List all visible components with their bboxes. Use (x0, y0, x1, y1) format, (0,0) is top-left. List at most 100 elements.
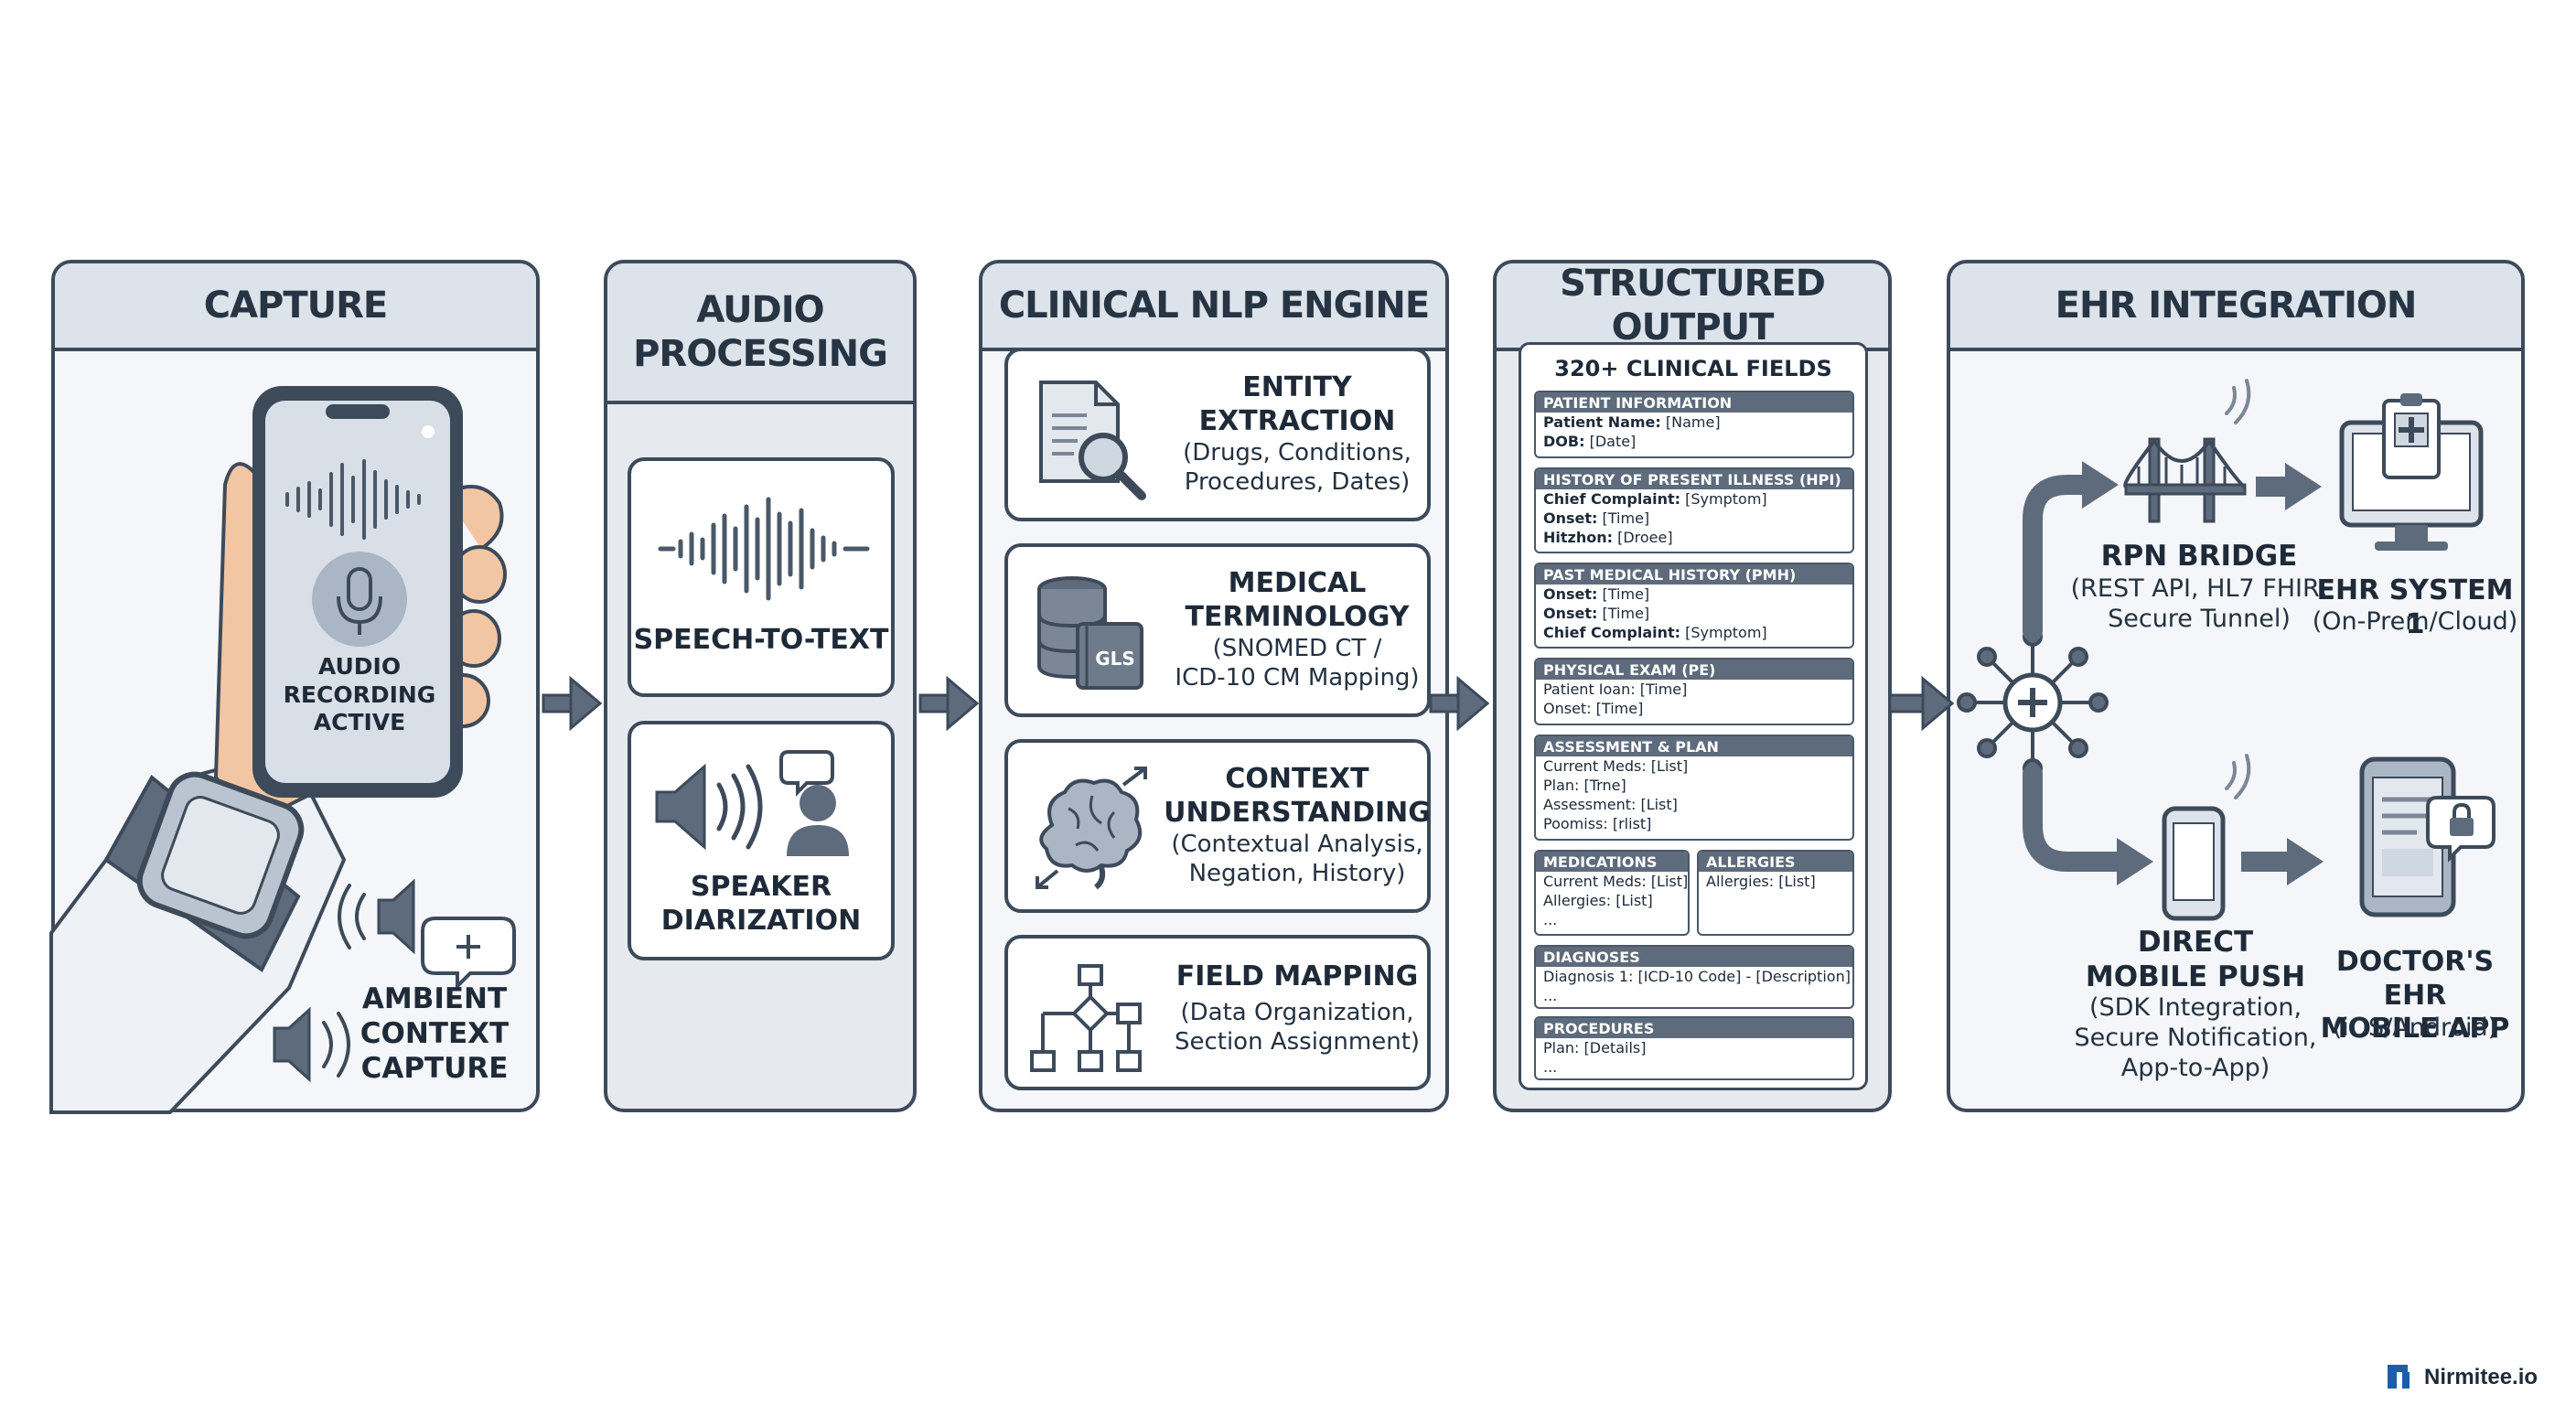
entity-title-line-2: EXTRACTION (1198, 404, 1396, 437)
field-line: ... (1543, 987, 1558, 1004)
ehr-system-detail: (On-Prem/Cloud) (2312, 607, 2518, 636)
section-header: HISTORY OF PRESENT ILLNESS (HPI) (1536, 469, 1852, 489)
flowchart-icon (1030, 964, 1142, 1072)
entity-extraction-detail: (Drugs, Conditions, Procedures, Dates) (1171, 439, 1423, 497)
rpn-bridge-detail: (REST API, HL7 FHIR, Secure Tunnel) (2062, 574, 2336, 635)
field-line: Current Meds: [List] (1543, 873, 1689, 890)
field-mapping-card: FIELD MAPPING (Data Organization, Sectio… (1004, 935, 1431, 1090)
speech-to-text-label: SPEECH-TO-TEXT (633, 624, 889, 656)
push-title-line-2: MOBILE PUSH (2085, 960, 2306, 993)
diarization-line-1: SPEAKER (690, 871, 832, 903)
ambient-capture-label: AMBIENT CONTEXT CAPTURE (357, 982, 512, 1086)
section-header: PHYSICAL EXAM (PE) (1536, 660, 1852, 680)
field-key: Onset: (1543, 605, 1598, 622)
entity-detail-line-2: Procedures, Dates) (1184, 467, 1411, 496)
field-line: ... (1543, 1058, 1558, 1076)
speaker-diarization-label: SPEAKER DIARIZATION (631, 871, 891, 938)
field-line: Plan: [Details] (1543, 1039, 1647, 1056)
ambient-line-1: AMBIENT (361, 982, 508, 1015)
field-line: Allergies: [List] (1706, 873, 1816, 890)
phone-status-line-3: ACTIVE (313, 709, 406, 735)
speaker-diarization-card: SPEAKER DIARIZATION (628, 721, 895, 960)
brand-logo-icon (2388, 1365, 2410, 1389)
phone-status-line-2: RECORDING (283, 681, 436, 708)
field-mapping-detail: (Data Organization, Section Assignment) (1171, 999, 1423, 1056)
ehr-panel-title: EHR INTEGRATION (1950, 263, 2521, 351)
field-line: Patient Name: [Name] (1536, 413, 1852, 432)
brand-name: Nirmitee.io (2424, 1365, 2538, 1389)
medical-terminology-card: GLS MEDICAL TERMINOLOGY (SNOMED CT / ICD… (1004, 543, 1431, 717)
entity-detail-line-1: (Drugs, Conditions, (1183, 439, 1411, 467)
field-line: Chief Complaint: [Symptom] (1536, 623, 1852, 642)
rpn-bridge-detail-line-1: (REST API, HL7 FHIR, (2070, 574, 2328, 603)
field-key: DOB: (1543, 433, 1585, 450)
doctor-ehr-app-detail: (iOS/Android) (2332, 1014, 2498, 1042)
direct-mobile-push-title: DIRECT MOBILE PUSH (2077, 926, 2314, 995)
arrow-nlp-to-output (1429, 675, 1490, 732)
patient-information-section: PATIENT INFORMATION Patient Name: [Name]… (1534, 391, 1854, 458)
ehr-system-title: EHR SYSTEM 1 (2316, 574, 2514, 640)
rpn-bridge-title: RPN BRIDGE (2100, 540, 2298, 573)
field-key: Onset: (1543, 509, 1598, 527)
field-key: Hitzhon: (1543, 529, 1614, 546)
pmh-section: PAST MEDICAL HISTORY (PMH) Onset: [Time]… (1534, 563, 1854, 649)
push-detail-line-1: (SDK Integration, (2088, 993, 2302, 1022)
section-header: PAST MEDICAL HISTORY (PMH) (1536, 564, 1852, 585)
hpi-section: HISTORY OF PRESENT ILLNESS (HPI) Chief C… (1534, 467, 1854, 553)
medical-terminology-detail: (SNOMED CT / ICD-10 CM Mapping) (1171, 635, 1423, 692)
audio-processing-panel: AUDIO PROCESSING SPEECH-TO-TEXT (604, 260, 917, 1112)
doctor-ehr-app-title: DOCTOR'S EHR MOBILE APP (2305, 946, 2525, 1046)
audio-title-line-2: PROCESSING (633, 333, 888, 375)
field-line: Onset: [Time] (1543, 700, 1644, 717)
database-book-icon (1037, 576, 1143, 690)
section-header: DIAGNOSES (1536, 947, 1852, 967)
entity-title-line-1: ENTITY (1242, 371, 1352, 403)
speaker-diarization-icon (655, 750, 849, 856)
context-understanding-detail: (Contextual Analysis, Negation, History) (1160, 831, 1434, 888)
diarization-line-2: DIARIZATION (660, 904, 862, 937)
allergies-section: ALLERGIES Allergies: [List] (1697, 850, 1854, 936)
waveform-icon (658, 497, 870, 601)
field-line: DOB: [Date] (1536, 432, 1852, 451)
field-mapping-title: FIELD MAPPING (1175, 960, 1419, 992)
entity-extraction-card: ENTITY EXTRACTION (Drugs, Conditions, Pr… (1004, 348, 1431, 521)
context-detail-line-1: (Contextual Analysis, (1171, 831, 1423, 858)
context-understanding-title: CONTEXT UNDERSTANDING (1160, 763, 1434, 830)
field-line: Onset: [Time] (1536, 509, 1852, 528)
gls-book-label: GLS (1095, 648, 1135, 670)
direct-mobile-push-detail: (SDK Integration, Secure Notification, A… (2067, 993, 2324, 1084)
arrow-capture-to-audio (542, 675, 603, 732)
ehr-integration-illustration (1957, 379, 2496, 921)
context-understanding-card: CONTEXT UNDERSTANDING (Contextual Analys… (1004, 739, 1431, 913)
app-title-line-1: DOCTOR'S EHR (2335, 946, 2495, 1012)
phone-status-line-1: AUDIO (317, 653, 402, 680)
push-detail-line-2: Secure Notification, (2074, 1023, 2317, 1052)
field-key: Chief Complaint: (1543, 490, 1681, 508)
section-header: ALLERGIES (1699, 852, 1852, 872)
medications-section: MEDICATIONS Current Meds: [List] Allergi… (1534, 850, 1690, 936)
field-line: ... (1543, 911, 1558, 928)
field-value: [Droee] (1613, 529, 1673, 546)
audio-panel-title: AUDIO PROCESSING (607, 263, 913, 404)
field-line: Current Meds: [List] (1543, 757, 1689, 775)
terminology-detail-line-2: ICD-10 CM Mapping) (1175, 663, 1420, 692)
field-mapping-detail-line-2: Section Assignment) (1174, 1027, 1421, 1056)
speech-to-text-card: SPEECH-TO-TEXT (628, 457, 895, 697)
audio-title-line-1: AUDIO (696, 289, 824, 331)
field-value: [Date] (1584, 433, 1637, 450)
ambient-line-2: CONTEXT (360, 1016, 510, 1050)
context-detail-line-2: Negation, History) (1188, 859, 1406, 887)
physical-exam-section: PHYSICAL EXAM (PE) Patient Ioan: [Time] … (1534, 658, 1854, 725)
ambient-line-3: CAPTURE (360, 1051, 509, 1085)
rpn-bridge-detail-line-2: Secure Tunnel) (2108, 604, 2291, 633)
brain-icon (1036, 767, 1147, 890)
terminology-detail-line-1: (SNOMED CT / (1212, 635, 1382, 662)
terminology-title-line-1: MEDICAL (1228, 567, 1367, 599)
push-detail-line-3: App-to-App) (2120, 1053, 2270, 1082)
phone-status-text: AUDIO RECORDING ACTIVE (274, 653, 445, 737)
arrow-output-to-ehr (1888, 675, 1955, 732)
field-line: Plan: [Trne] (1543, 777, 1626, 794)
nlp-panel-title: CLINICAL NLP ENGINE (982, 263, 1445, 351)
field-line: Onset: [Time] (1536, 585, 1852, 604)
